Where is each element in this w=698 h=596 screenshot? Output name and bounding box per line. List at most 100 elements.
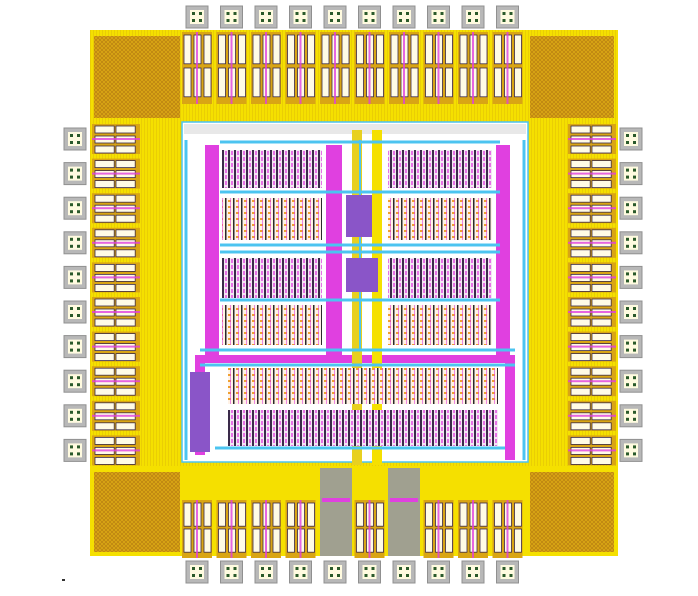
- cell-block-mid-left-2: [222, 305, 322, 345]
- hatched-corner-icon: [94, 472, 180, 552]
- cell-block-top-left: [222, 150, 322, 188]
- square-bond-pad-icon: [619, 438, 643, 462]
- square-bond-pad-icon: [619, 162, 643, 186]
- square-bond-pad-icon: [254, 560, 278, 584]
- square-bond-pad-icon: [461, 5, 485, 29]
- cell-block-mid-left: [222, 258, 322, 298]
- square-bond-pad-icon: [63, 300, 87, 324]
- cell-block-bottom-2: [228, 410, 498, 446]
- square-bond-pad-icon: [63, 162, 87, 186]
- macro-block-left: [190, 372, 210, 452]
- square-bond-pad-icon: [619, 265, 643, 289]
- io-cell: [92, 297, 140, 327]
- square-bond-pad-icon: [63, 438, 87, 462]
- io-cell: [182, 500, 212, 558]
- io-cell: [568, 124, 616, 154]
- square-bond-pad-icon: [63, 231, 87, 255]
- square-bond-pad-icon: [496, 560, 519, 584]
- io-cell: [92, 124, 140, 154]
- io-cells-right: [568, 124, 643, 466]
- io-cell: [92, 331, 140, 362]
- cell-block-top-right-2: [388, 198, 492, 240]
- io-cells-bottom: [182, 500, 523, 584]
- io-cell: [251, 32, 281, 104]
- square-bond-pad-icon: [461, 560, 485, 584]
- cell-block-top-left-2: [222, 198, 322, 240]
- io-cell: [285, 32, 316, 104]
- io-cell: [320, 32, 350, 104]
- io-cell: [568, 193, 616, 224]
- io-cells-top: [182, 5, 523, 104]
- io-cell: [92, 400, 140, 431]
- square-bond-pad-icon: [619, 335, 643, 359]
- io-cell: [92, 366, 140, 397]
- cell-block-top-right: [388, 150, 492, 188]
- hatched-corner-icon: [530, 36, 614, 118]
- io-cell: [354, 500, 385, 558]
- square-bond-pad-icon: [619, 369, 643, 393]
- io-cell: [216, 500, 247, 558]
- square-bond-pad-icon: [392, 5, 416, 29]
- io-cell: [389, 32, 419, 104]
- standard-cell-rows: [222, 150, 498, 446]
- hatched-corner-icon: [530, 472, 614, 552]
- io-cell: [458, 32, 488, 104]
- macro-blocks: [190, 195, 378, 452]
- hatched-corner-icon: [94, 36, 180, 118]
- square-bond-pad-icon: [185, 5, 209, 29]
- origin-marker: [62, 579, 65, 581]
- square-bond-pad-icon: [220, 5, 243, 29]
- square-bond-pad-icon: [619, 300, 643, 324]
- power-rails: [195, 130, 515, 465]
- cell-block-mid-right: [388, 258, 492, 298]
- io-cell: [458, 500, 488, 558]
- square-bond-pad-icon: [63, 265, 87, 289]
- square-bond-pad-icon: [63, 369, 87, 393]
- square-bond-pad-icon: [496, 5, 519, 29]
- io-cell: [216, 32, 247, 104]
- square-bond-pad-icon: [63, 404, 87, 428]
- io-cell: [568, 297, 616, 327]
- io-cell: [92, 262, 140, 293]
- square-bond-pad-icon: [185, 560, 209, 584]
- io-cell: [568, 227, 616, 258]
- io-cell: [251, 500, 281, 558]
- bottom-analog-blocks: [320, 468, 420, 556]
- square-bond-pad-icon: [289, 5, 312, 29]
- square-bond-pad-icon: [427, 560, 450, 584]
- io-cell: [423, 32, 454, 104]
- square-bond-pad-icon: [323, 560, 347, 584]
- io-cell: [285, 500, 316, 558]
- square-bond-pad-icon: [63, 196, 87, 220]
- io-cell: [354, 32, 385, 104]
- square-bond-pad-icon: [427, 5, 450, 29]
- macro-block-lower: [346, 258, 378, 292]
- square-bond-pad-icon: [63, 335, 87, 359]
- square-bond-pad-icon: [63, 127, 87, 151]
- io-cells-left: [63, 124, 140, 466]
- io-cell: [568, 400, 616, 431]
- io-cell: [92, 193, 140, 224]
- square-bond-pad-icon: [619, 404, 643, 428]
- io-cell: [92, 435, 140, 466]
- square-bond-pad-icon: [323, 5, 347, 29]
- io-cell: [492, 500, 523, 558]
- square-bond-pad-icon: [358, 560, 381, 584]
- square-bond-pad-icon: [619, 231, 643, 255]
- square-bond-pad-icon: [619, 196, 643, 220]
- macro-block-upper: [346, 195, 372, 237]
- square-bond-pad-icon: [619, 127, 643, 151]
- io-cell: [568, 366, 616, 397]
- io-cell: [92, 158, 140, 189]
- square-bond-pad-icon: [220, 560, 243, 584]
- io-cell: [492, 32, 523, 104]
- square-bond-pad-icon: [392, 560, 416, 584]
- io-cell: [182, 32, 212, 104]
- io-cell: [568, 435, 616, 466]
- io-cell: [568, 331, 616, 362]
- cell-block-mid-right-2: [388, 305, 492, 345]
- io-cell: [568, 262, 616, 293]
- cell-block-bottom: [228, 368, 498, 404]
